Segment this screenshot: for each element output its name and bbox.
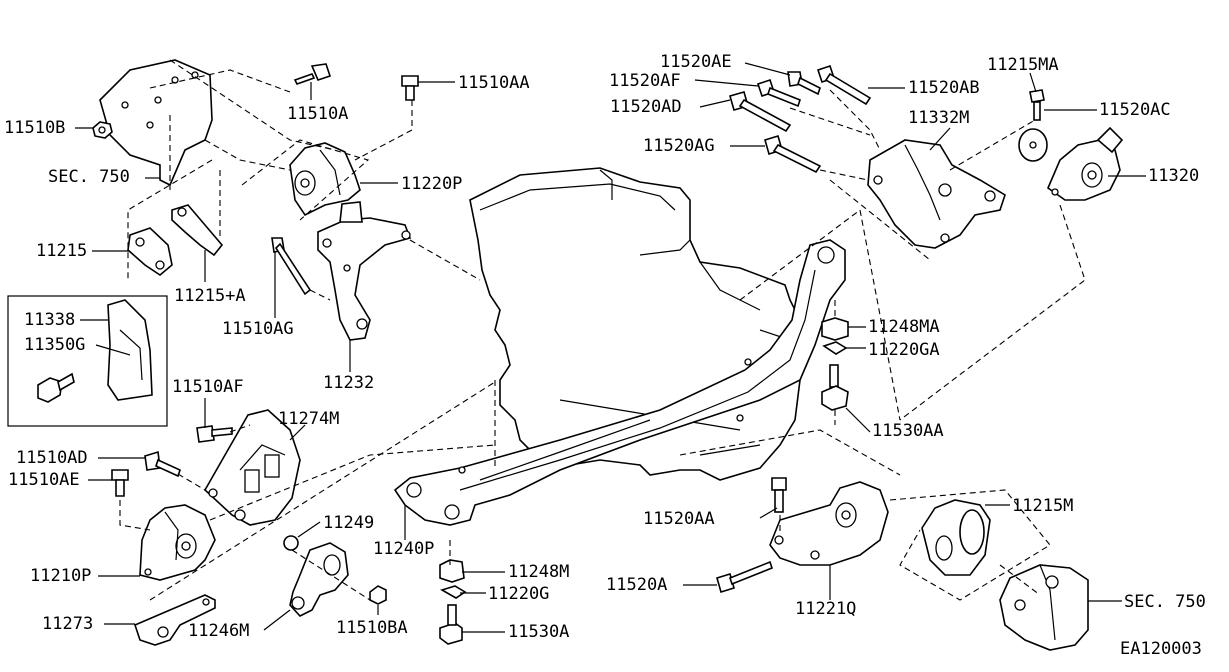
- inset-box: [7, 295, 168, 427]
- mount-insulator-11221Q: [769, 481, 889, 566]
- bolt-11510AE: [111, 469, 129, 497]
- bolt-11510A: [293, 63, 332, 85]
- label-11510AA: 11510AA: [458, 73, 530, 93]
- bolt-11215MA: [1018, 89, 1048, 162]
- label-11232: 11232: [323, 373, 375, 393]
- label-11520AG: 11520AG: [643, 136, 715, 156]
- label-11215MA: 11215MA: [987, 55, 1059, 75]
- bolts-11520-set: [729, 64, 872, 174]
- label-11249: 11249: [323, 513, 375, 533]
- torque-rod-11246M: [289, 542, 349, 617]
- dashed-assembly-lines: [119, 59, 1086, 601]
- label-11274M: 11274M: [278, 409, 340, 429]
- label-11520AA: 11520AA: [643, 509, 715, 529]
- bracket-11215M: [921, 499, 991, 576]
- leader-lines: [75, 62, 1146, 633]
- label-11510AF: 11510AF: [172, 377, 244, 397]
- label-11215: 11215: [36, 241, 88, 261]
- insulator-stack-upper: [821, 317, 849, 411]
- nut-11510B: [92, 121, 113, 139]
- diagram-code: EA120003: [1120, 639, 1202, 659]
- label-11510AE: 11510AE: [8, 470, 80, 490]
- bolt-11520A: [716, 560, 773, 594]
- label-11520AC: 11520AC: [1099, 100, 1171, 120]
- mount-insulator-11220P: [289, 142, 361, 217]
- body-panel-upper-left: [99, 59, 213, 187]
- label-11221Q: 11221Q: [795, 599, 857, 619]
- label-11320: 11320: [1148, 166, 1200, 186]
- label-11520AD: 11520AD: [610, 97, 682, 117]
- label-11530A: 11530A: [508, 622, 570, 642]
- label-11248M: 11248M: [508, 562, 570, 582]
- label-11510AD: 11510AD: [16, 448, 88, 468]
- bolt-11510AA: [401, 75, 419, 101]
- label-11273: 11273: [42, 614, 94, 634]
- mount-insulator-11210P: [139, 504, 216, 581]
- nut-11510BA: [369, 585, 387, 605]
- bracket-11232: [317, 201, 412, 341]
- bolt-11510AD: [144, 450, 181, 478]
- bolt-11510AF: [196, 425, 233, 443]
- bolt-11510AG: [271, 237, 312, 296]
- bracket-11215: [127, 204, 224, 276]
- label-11520AB: 11520AB: [908, 78, 980, 98]
- label-11350G: 11350G: [24, 335, 86, 355]
- spacer-11249: [283, 535, 299, 551]
- front-crossmember: [393, 239, 846, 526]
- label-11520AF: 11520AF: [609, 71, 681, 91]
- bracket-11274M: [203, 409, 301, 526]
- label-11338: 11338: [24, 310, 76, 330]
- label-11215-a: 11215+A: [174, 286, 246, 306]
- label-11215M: 11215M: [1012, 496, 1074, 516]
- label-11246M: 11246M: [188, 621, 250, 641]
- label-11510B: 11510B: [4, 118, 66, 138]
- bracket-11332M: [867, 139, 1006, 249]
- label-sec-750-lower: SEC. 750: [1124, 592, 1206, 612]
- label-11510A: 11510A: [287, 104, 349, 124]
- bolt-11520AA: [771, 477, 787, 513]
- label-11220P: 11220P: [401, 174, 463, 194]
- insulator-stack-lower: [439, 559, 467, 645]
- body-panel-lower-right: [999, 564, 1089, 651]
- label-11220G: 11220G: [488, 584, 550, 604]
- label-11210P: 11210P: [30, 566, 92, 586]
- label-11220GA: 11220GA: [868, 340, 940, 360]
- label-11520A: 11520A: [606, 575, 668, 595]
- bracket-11273: [134, 594, 216, 646]
- label-11510BA: 11510BA: [336, 618, 408, 638]
- label-11332M: 11332M: [908, 108, 970, 128]
- label-11248MA: 11248MA: [868, 317, 940, 337]
- label-11520AE: 11520AE: [660, 52, 732, 72]
- label-11510AG: 11510AG: [222, 319, 294, 339]
- label-sec-750-upper: SEC. 750: [48, 167, 130, 187]
- label-11240P: 11240P: [373, 539, 435, 559]
- label-11530AA: 11530AA: [872, 421, 944, 441]
- mount-insulator-11320: [1047, 126, 1124, 201]
